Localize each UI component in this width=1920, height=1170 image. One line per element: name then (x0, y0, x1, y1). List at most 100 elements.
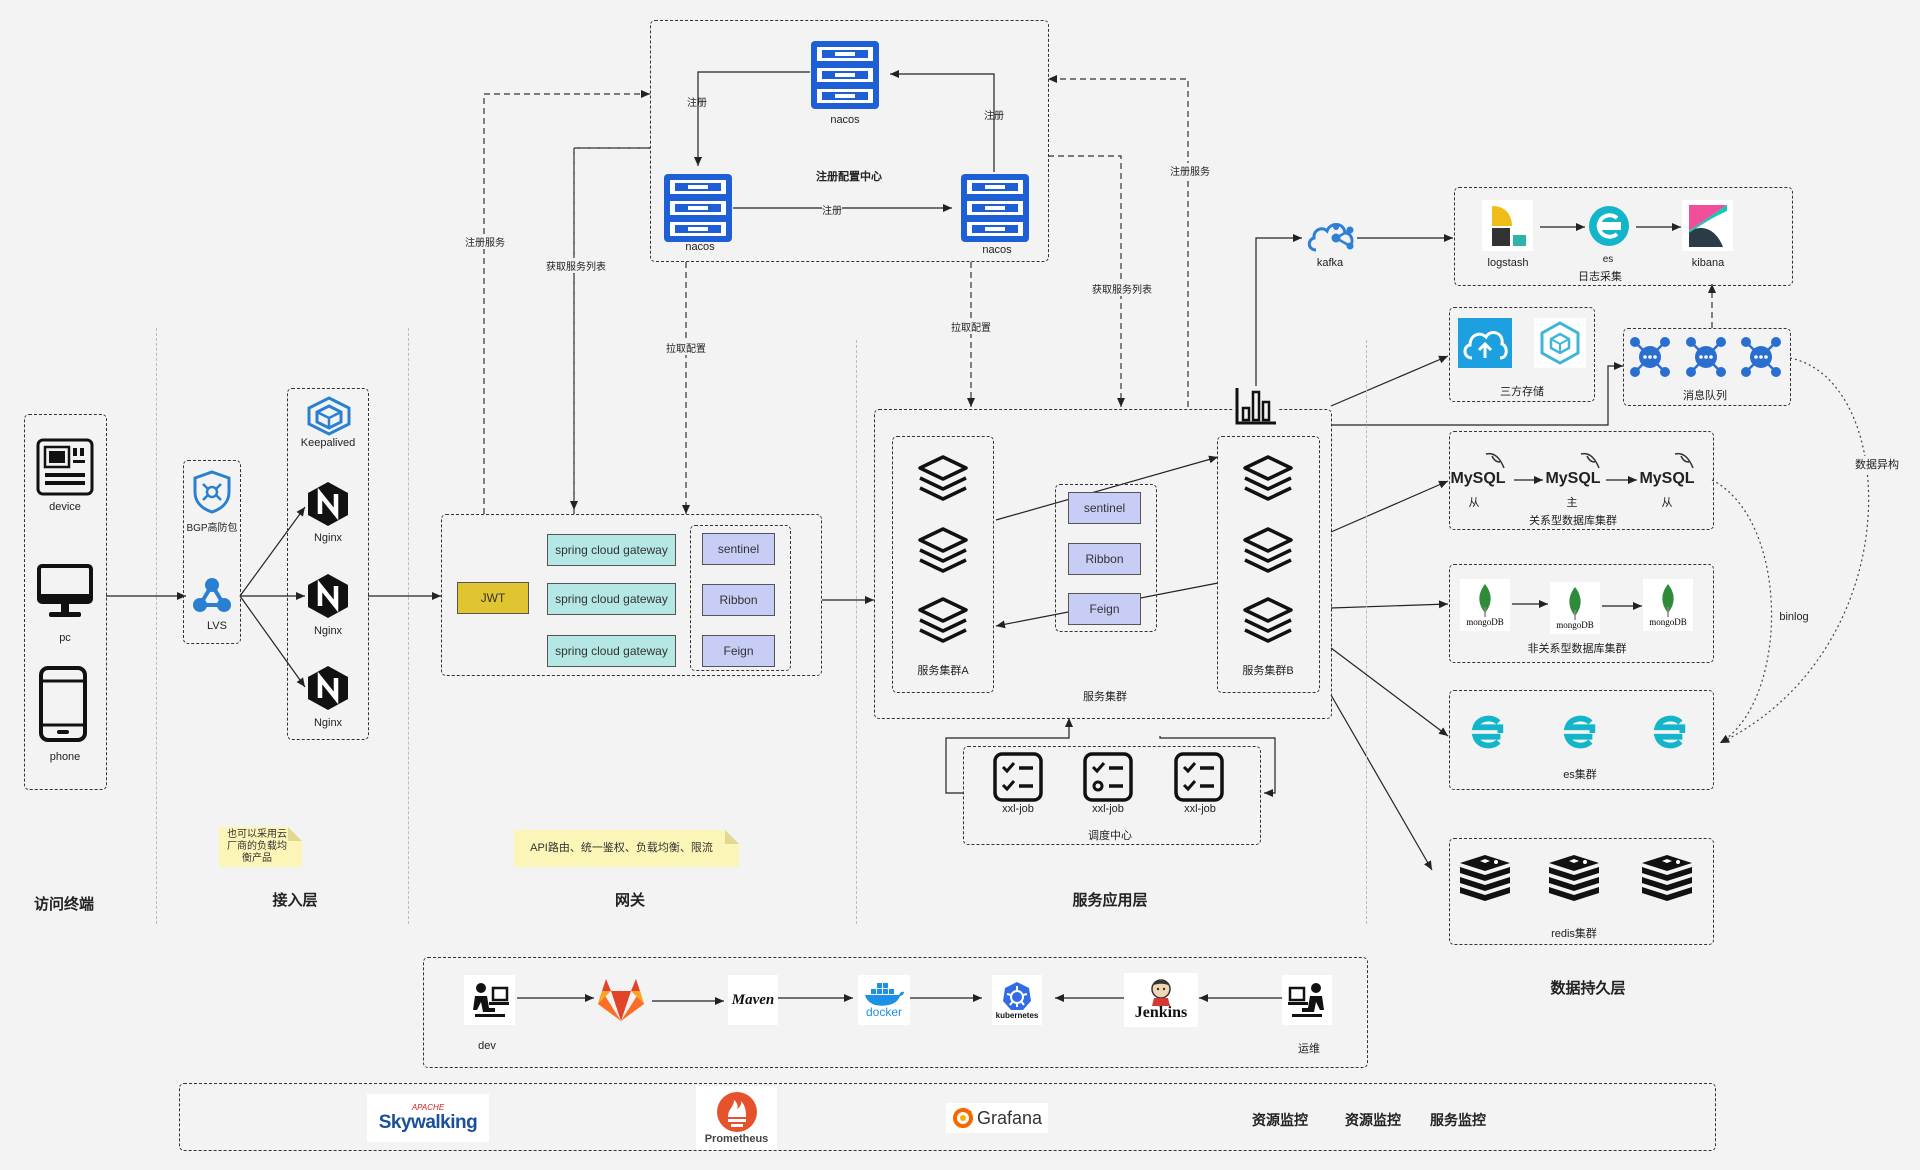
grafana-icon (952, 1107, 973, 1128)
cluster-a-label: 服务集群A (917, 665, 969, 677)
bgp-label: BGP高防包 (186, 523, 238, 534)
rdb-cluster-label: 关系型数据库集群 (1529, 515, 1617, 527)
nosql-cluster-label: 非关系型数据库集群 (1527, 643, 1627, 655)
checklist-icon-1 (993, 752, 1043, 802)
cloud-storage-tile-1 (1458, 318, 1512, 368)
redis-icon-3 (1642, 855, 1692, 901)
grafana-logo-text: Grafana (976, 1107, 1043, 1128)
prometheus-tile: Prometheus (696, 1086, 777, 1150)
developer-icon (472, 983, 509, 1017)
nginx-icon-3 (308, 666, 348, 710)
layers-icon-a3 (918, 597, 968, 643)
nosql-cluster-group (1449, 564, 1714, 663)
es-icon-2 (1563, 715, 1596, 749)
jenkins-logo-text: Jenkins (1134, 1004, 1188, 1021)
redis-cluster-label: redis集群 (1551, 928, 1597, 940)
lvs-label: LVS (207, 620, 227, 632)
nacos-label-right: nacos (982, 244, 1012, 256)
redis-icon-1 (1460, 855, 1510, 901)
layers-icon-a2 (918, 527, 968, 573)
redis-icon-2 (1549, 855, 1599, 901)
layer-entry-title: 接入层 (272, 892, 318, 909)
mongodb-leaf-icon-3 (1662, 584, 1674, 617)
mq-icon-1 (1630, 337, 1670, 377)
gateway-ribbon: Ribbon (702, 584, 775, 616)
lvs-icon (193, 578, 231, 612)
service-ribbon: Ribbon (1068, 543, 1141, 575)
gateway-group (441, 514, 822, 676)
service-cluster-label: 服务集群 (1083, 691, 1127, 703)
xxl-job-label-1: xxl-job (1002, 803, 1034, 815)
skywalking-tile: APACHE Skywalking (367, 1094, 489, 1142)
gateway-node-2: spring cloud gateway (547, 583, 676, 615)
label-register-service-1: 注册服务 (465, 234, 505, 249)
phone-label: phone (49, 751, 81, 763)
prometheus-icon (716, 1092, 757, 1132)
mongo-tile-2: mongoDB (1550, 582, 1600, 634)
maven-tile: Maven (728, 975, 778, 1025)
nacos-server-left (664, 174, 732, 242)
gateway-feign: Feign (702, 635, 775, 667)
label-register-service-2: 注册服务 (1170, 163, 1210, 178)
device-label: device (49, 501, 81, 513)
jenkins-tile: Jenkins (1124, 973, 1198, 1027)
cube-storage-icon (1540, 321, 1580, 365)
gitlab-icon (598, 979, 644, 1021)
maven-logo: Maven (731, 991, 775, 1008)
kibana-icon (1688, 204, 1727, 247)
label-fetch-list-1: 获取服务列表 (546, 258, 606, 273)
mysql-logo-2: MySQL (1545, 470, 1601, 487)
layer-gateway-title: 网关 (614, 892, 646, 909)
nacos-server-top (811, 41, 879, 109)
prometheus-logo-text: Prometheus (704, 1133, 769, 1145)
skywalking-logo-text: Skywalking (378, 1111, 478, 1133)
nginx-label-2: Nginx (313, 625, 343, 637)
gateway-note: API路由、统一鉴权、负载均衡、限流 (514, 830, 739, 867)
layers-icon-b3 (1243, 597, 1293, 643)
schedule-label: 调度中心 (1088, 830, 1132, 842)
clients-group (24, 414, 107, 790)
docker-whale-icon (865, 983, 904, 1006)
resource-monitor-label-1: 资源监控 (1252, 1112, 1308, 1128)
ops-label: 运维 (1298, 1043, 1320, 1055)
redis-cluster-group (1449, 838, 1714, 945)
kubernetes-logo-text: kubernetes (995, 1010, 1039, 1020)
layers-icon-a1 (918, 455, 968, 501)
service-cluster-a (892, 436, 994, 693)
logstash-icon (1491, 205, 1526, 246)
checklist-icon-2 (1083, 752, 1133, 802)
nginx-icon-1 (308, 482, 348, 526)
mysql-logo-3: MySQL (1639, 470, 1695, 487)
pc-label: pc (59, 632, 71, 644)
mysql-logo-1: MySQL (1450, 470, 1506, 487)
gateway-node-3: spring cloud gateway (547, 635, 676, 667)
layer-access-title: 访问终端 (33, 896, 95, 913)
phone-icon (39, 666, 87, 742)
log-collect-label: 日志采集 (1578, 271, 1622, 283)
nginx-icon-2 (308, 574, 348, 618)
service-cluster-b (1217, 436, 1320, 693)
keepalived-label: Keepalived (300, 437, 356, 449)
label-register-1: 注册 (687, 98, 707, 109)
dolphin-icon-3 (1674, 452, 1694, 469)
monitor-group (179, 1083, 1716, 1151)
xxl-job-label-2: xxl-job (1092, 803, 1124, 815)
service-monitor-label: 服务监控 (1430, 1112, 1486, 1128)
nginx-label-3: Nginx (313, 717, 343, 729)
registry-title: 注册配置中心 (816, 171, 882, 183)
es-cluster-label: es集群 (1563, 769, 1597, 781)
separator-3 (856, 340, 857, 924)
mongo-tile-3: mongoDB (1643, 579, 1693, 631)
bgp-shield-icon (193, 470, 231, 514)
nacos-server-right (961, 174, 1029, 242)
kibana-tile (1682, 200, 1733, 251)
kibana-label: kibana (1691, 257, 1725, 269)
gateway-components (690, 525, 791, 671)
service-components (1055, 484, 1157, 632)
dolphin-icon-2 (1580, 452, 1600, 469)
dolphin-icon-1 (1485, 452, 1505, 469)
es-icon-log (1589, 206, 1629, 246)
dev-label: dev (478, 1040, 496, 1052)
rdb-cluster-group (1449, 431, 1714, 530)
